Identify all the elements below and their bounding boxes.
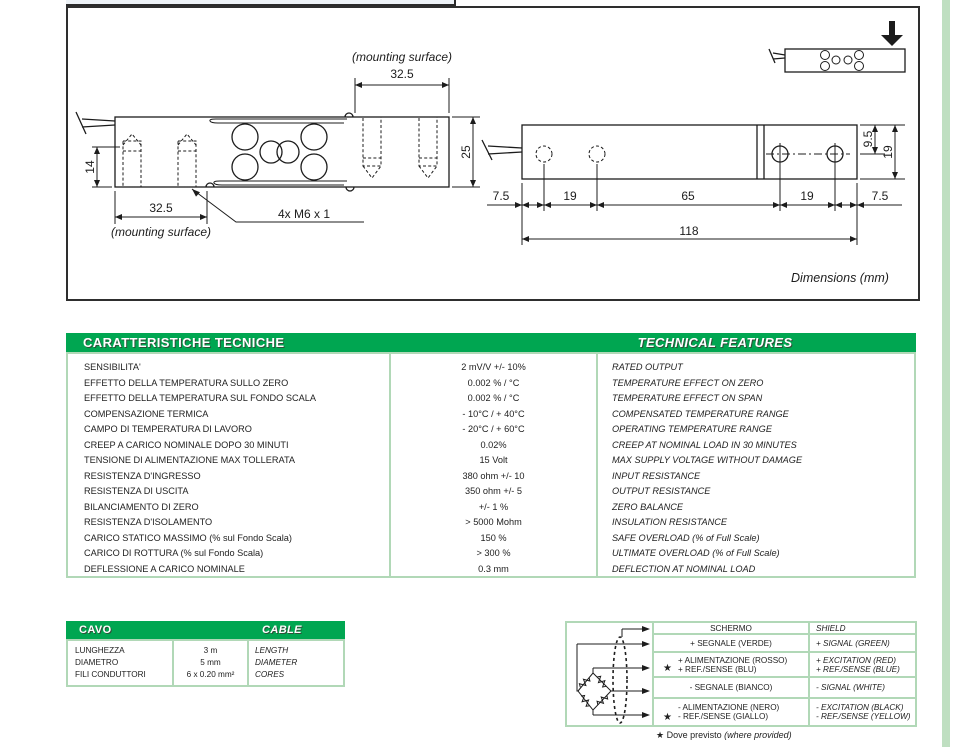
technical-drawing-panel: (mounting surface) 32.5 25 14 32.5 (moun… (66, 6, 920, 301)
cable-title-en: CABLE (262, 624, 302, 636)
dim-7-5-right: 7.5 (872, 189, 889, 203)
star-icon: ★ (663, 663, 672, 674)
page-green-band (942, 0, 950, 747)
star-icon: ★ (656, 730, 665, 740)
footnote-text-italic: (where provided) (724, 730, 792, 740)
dimensions-note: Dimensions (mm) (791, 271, 889, 285)
star-icon: ★ (663, 712, 672, 723)
tech-col-italian: SENSIBILITA'EFFETTO DELLA TEMPERATURA SU… (84, 362, 316, 574)
load-cell-drawing: (mounting surface) 32.5 25 14 32.5 (moun… (75, 21, 906, 285)
tech-table-header: CARATTERISTICHE TECNICHE TECHNICAL FEATU… (66, 333, 916, 352)
thread-callout: 4x M6 x 1 (278, 207, 330, 221)
tech-divider-1 (389, 354, 391, 576)
tapped-hole (122, 133, 197, 188)
load-direction-arrow-icon (881, 21, 903, 46)
dim-32-5-bottom: 32.5 (149, 201, 173, 215)
wiring-row: ★ - ALIMENTAZIONE (NERO)- REF./SENSE (GI… (654, 699, 915, 725)
wiring-row: ★ + ALIMENTAZIONE (ROSSO)+ REF./SENSE (B… (654, 653, 915, 678)
dim-9-5: 9.5 (861, 130, 875, 147)
wiring-row: SCHERMO SHIELD (654, 623, 915, 635)
tapped-hole (362, 116, 438, 179)
dim-19-left: 19 (563, 189, 577, 203)
tech-table-body: SENSIBILITA'EFFETTO DELLA TEMPERATURA SU… (66, 352, 916, 578)
side-view: 7.5 19 65 19 7.5 118 9.5 19 (481, 124, 905, 245)
mounting-surface-bottom-label: (mounting surface) (111, 225, 211, 239)
mounting-surface-top-label: (mounting surface) (352, 50, 452, 64)
tech-divider-2 (596, 354, 598, 576)
cable-table-header: CAVO CABLE (66, 621, 345, 639)
dim-118: 118 (679, 224, 698, 238)
dim-7-5-left: 7.5 (493, 189, 510, 203)
wiring-table: SCHERMO SHIELD + SEGNALE (VERDE) + SIGNA… (652, 623, 915, 725)
cable-divider-1 (172, 641, 174, 685)
dim-32-5-top: 32.5 (390, 67, 414, 81)
cable-divider-2 (247, 641, 249, 685)
dim-65: 65 (681, 189, 695, 203)
tech-title-it: CARATTERISTICHE TECNICHE (83, 335, 285, 350)
dim-14: 14 (83, 160, 97, 174)
wiring-footnote: ★ Dove previsto (where provided) (656, 730, 792, 741)
cutoff-table-remnant (66, 0, 456, 6)
section-view (768, 21, 906, 73)
flexure-cutout (231, 123, 328, 181)
wiring-row: - SEGNALE (BIANCO) - SIGNAL (WHITE) (654, 678, 915, 699)
bridge-schematic (576, 626, 650, 724)
cable-title-it: CAVO (79, 624, 112, 636)
top-view: (mounting surface) 32.5 25 14 32.5 (moun… (75, 50, 480, 239)
dim-19-height: 19 (881, 145, 895, 159)
tech-title-en: TECHNICAL FEATURES (637, 335, 793, 350)
wiring-diagram-panel: SCHERMO SHIELD + SEGNALE (VERDE) + SIGNA… (565, 621, 917, 727)
dim-25: 25 (459, 145, 473, 159)
dim-19-right: 19 (800, 189, 814, 203)
footnote-text: Dove previsto (666, 730, 722, 740)
wiring-row: + SEGNALE (VERDE) + SIGNAL (GREEN) (654, 635, 915, 653)
